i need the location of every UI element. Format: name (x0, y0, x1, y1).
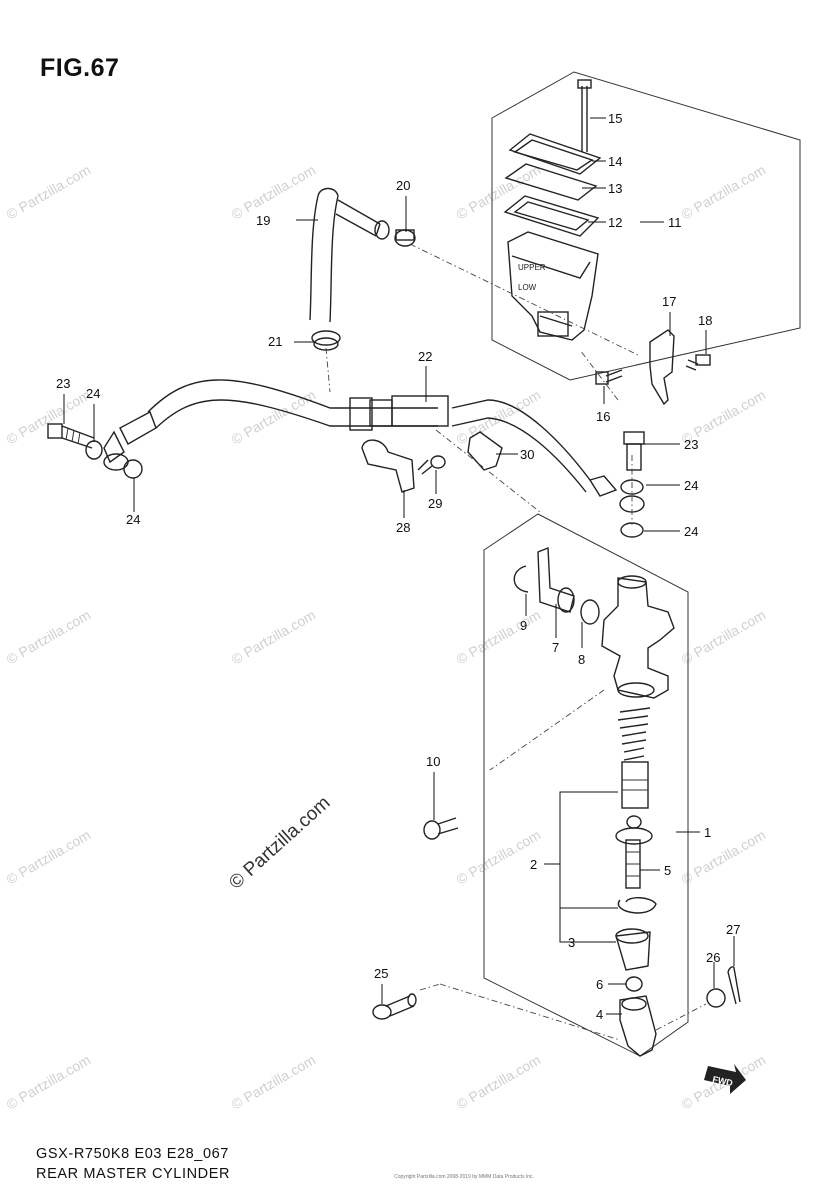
brake-hose (103, 379, 645, 513)
part-label: 23 (56, 376, 70, 391)
clevis-pin (372, 993, 417, 1020)
part-label: 4 (596, 1007, 603, 1022)
part-label: 25 (374, 966, 388, 981)
hose-clamp-30 (467, 431, 503, 471)
part-label: 12 (608, 215, 622, 230)
watermark: © Partzilla.com (4, 162, 94, 223)
copyright-notice: Copyright Partzilla.com 2008-2019 by MMM… (394, 1174, 534, 1180)
part-label: 26 (706, 950, 720, 965)
union-bolt-right (623, 431, 645, 471)
part-label: 1 (704, 825, 711, 840)
part-label: 24 (126, 512, 140, 527)
part-label: 21 (268, 334, 282, 349)
leader-lines (63, 117, 735, 1015)
cotter-pin (727, 966, 741, 1005)
svg-text:FWD: FWD (712, 1074, 735, 1088)
washer-26 (706, 988, 726, 1008)
bracket-bolt (685, 354, 711, 371)
master-cylinder-assembly (483, 513, 689, 1057)
part-label: 29 (428, 496, 442, 511)
part-label: 15 (608, 111, 622, 126)
washer-left-2 (123, 459, 143, 479)
part-label: 23 (684, 437, 698, 452)
part-label: 22 (418, 349, 432, 364)
part-label: 17 (662, 294, 676, 309)
part-label: 28 (396, 520, 410, 535)
part-label: 20 (396, 178, 410, 193)
part-label: 8 (578, 652, 585, 667)
part-label: 10 (426, 754, 440, 769)
part-label: 18 (698, 313, 712, 328)
hose-clamp-lower (311, 330, 341, 351)
reservoir-hose (309, 187, 381, 323)
washer-right-1 (620, 479, 644, 495)
clamp-bolt (417, 455, 446, 475)
washer-right-2 (620, 522, 644, 538)
part-label: 5 (664, 863, 671, 878)
reservoir-upper-mark: UPPER (518, 263, 546, 272)
part-label: 24 (684, 478, 698, 493)
watermark: © Partzilla.com (454, 1052, 544, 1113)
watermark: © Partzilla.com (229, 1052, 319, 1113)
part-label: 7 (552, 640, 559, 655)
part-label: 16 (596, 409, 610, 424)
part-label: 27 (726, 922, 740, 937)
fwd-arrow-icon: FWD (704, 1064, 746, 1094)
mounting-bolt (423, 817, 459, 840)
watermark: © Partzilla.com (454, 162, 544, 223)
watermark: © Partzilla.com (229, 607, 319, 668)
watermark: © Partzilla.com (679, 162, 769, 223)
watermark: © Partzilla.com (4, 1052, 94, 1113)
part-label: 14 (608, 154, 622, 169)
watermark-large: © Partzilla.com (225, 792, 334, 893)
reservoir-lower-mark: LOW (518, 283, 537, 292)
section-name: REAR MASTER CYLINDER (36, 1166, 231, 1182)
part-label: 6 (596, 977, 603, 992)
watermark: © Partzilla.com (4, 607, 94, 668)
part-label: 24 (86, 386, 100, 401)
watermark: © Partzilla.com (679, 827, 769, 888)
part-label: 11 (668, 215, 682, 230)
washer-left-1 (85, 440, 103, 460)
hose-clamp-upper (394, 229, 416, 247)
watermark: © Partzilla.com (4, 827, 94, 888)
part-labels: 15 14 13 12 11 20 19 17 18 21 22 16 23 2… (56, 111, 740, 1022)
watermark: © Partzilla.com (454, 607, 544, 668)
hose-clamp-28 (361, 439, 415, 493)
reservoir-bolt (595, 369, 623, 385)
part-label: 19 (256, 213, 270, 228)
part-label: 13 (608, 181, 622, 196)
reservoir-assembly: UPPER LOW (491, 71, 801, 381)
part-label: 3 (568, 935, 575, 950)
figure-title: FIG.67 (40, 54, 120, 82)
part-label: 24 (684, 524, 698, 539)
model-code: GSX-R750K8 E03 E28_067 (36, 1146, 229, 1162)
part-label: 30 (520, 447, 534, 462)
reservoir-bracket (649, 329, 675, 406)
part-label: 2 (530, 857, 537, 872)
guide-lines (325, 243, 707, 1041)
part-label: 9 (520, 618, 527, 633)
watermark: © Partzilla.com (679, 607, 769, 668)
watermark: © Partzilla.com (229, 162, 319, 223)
